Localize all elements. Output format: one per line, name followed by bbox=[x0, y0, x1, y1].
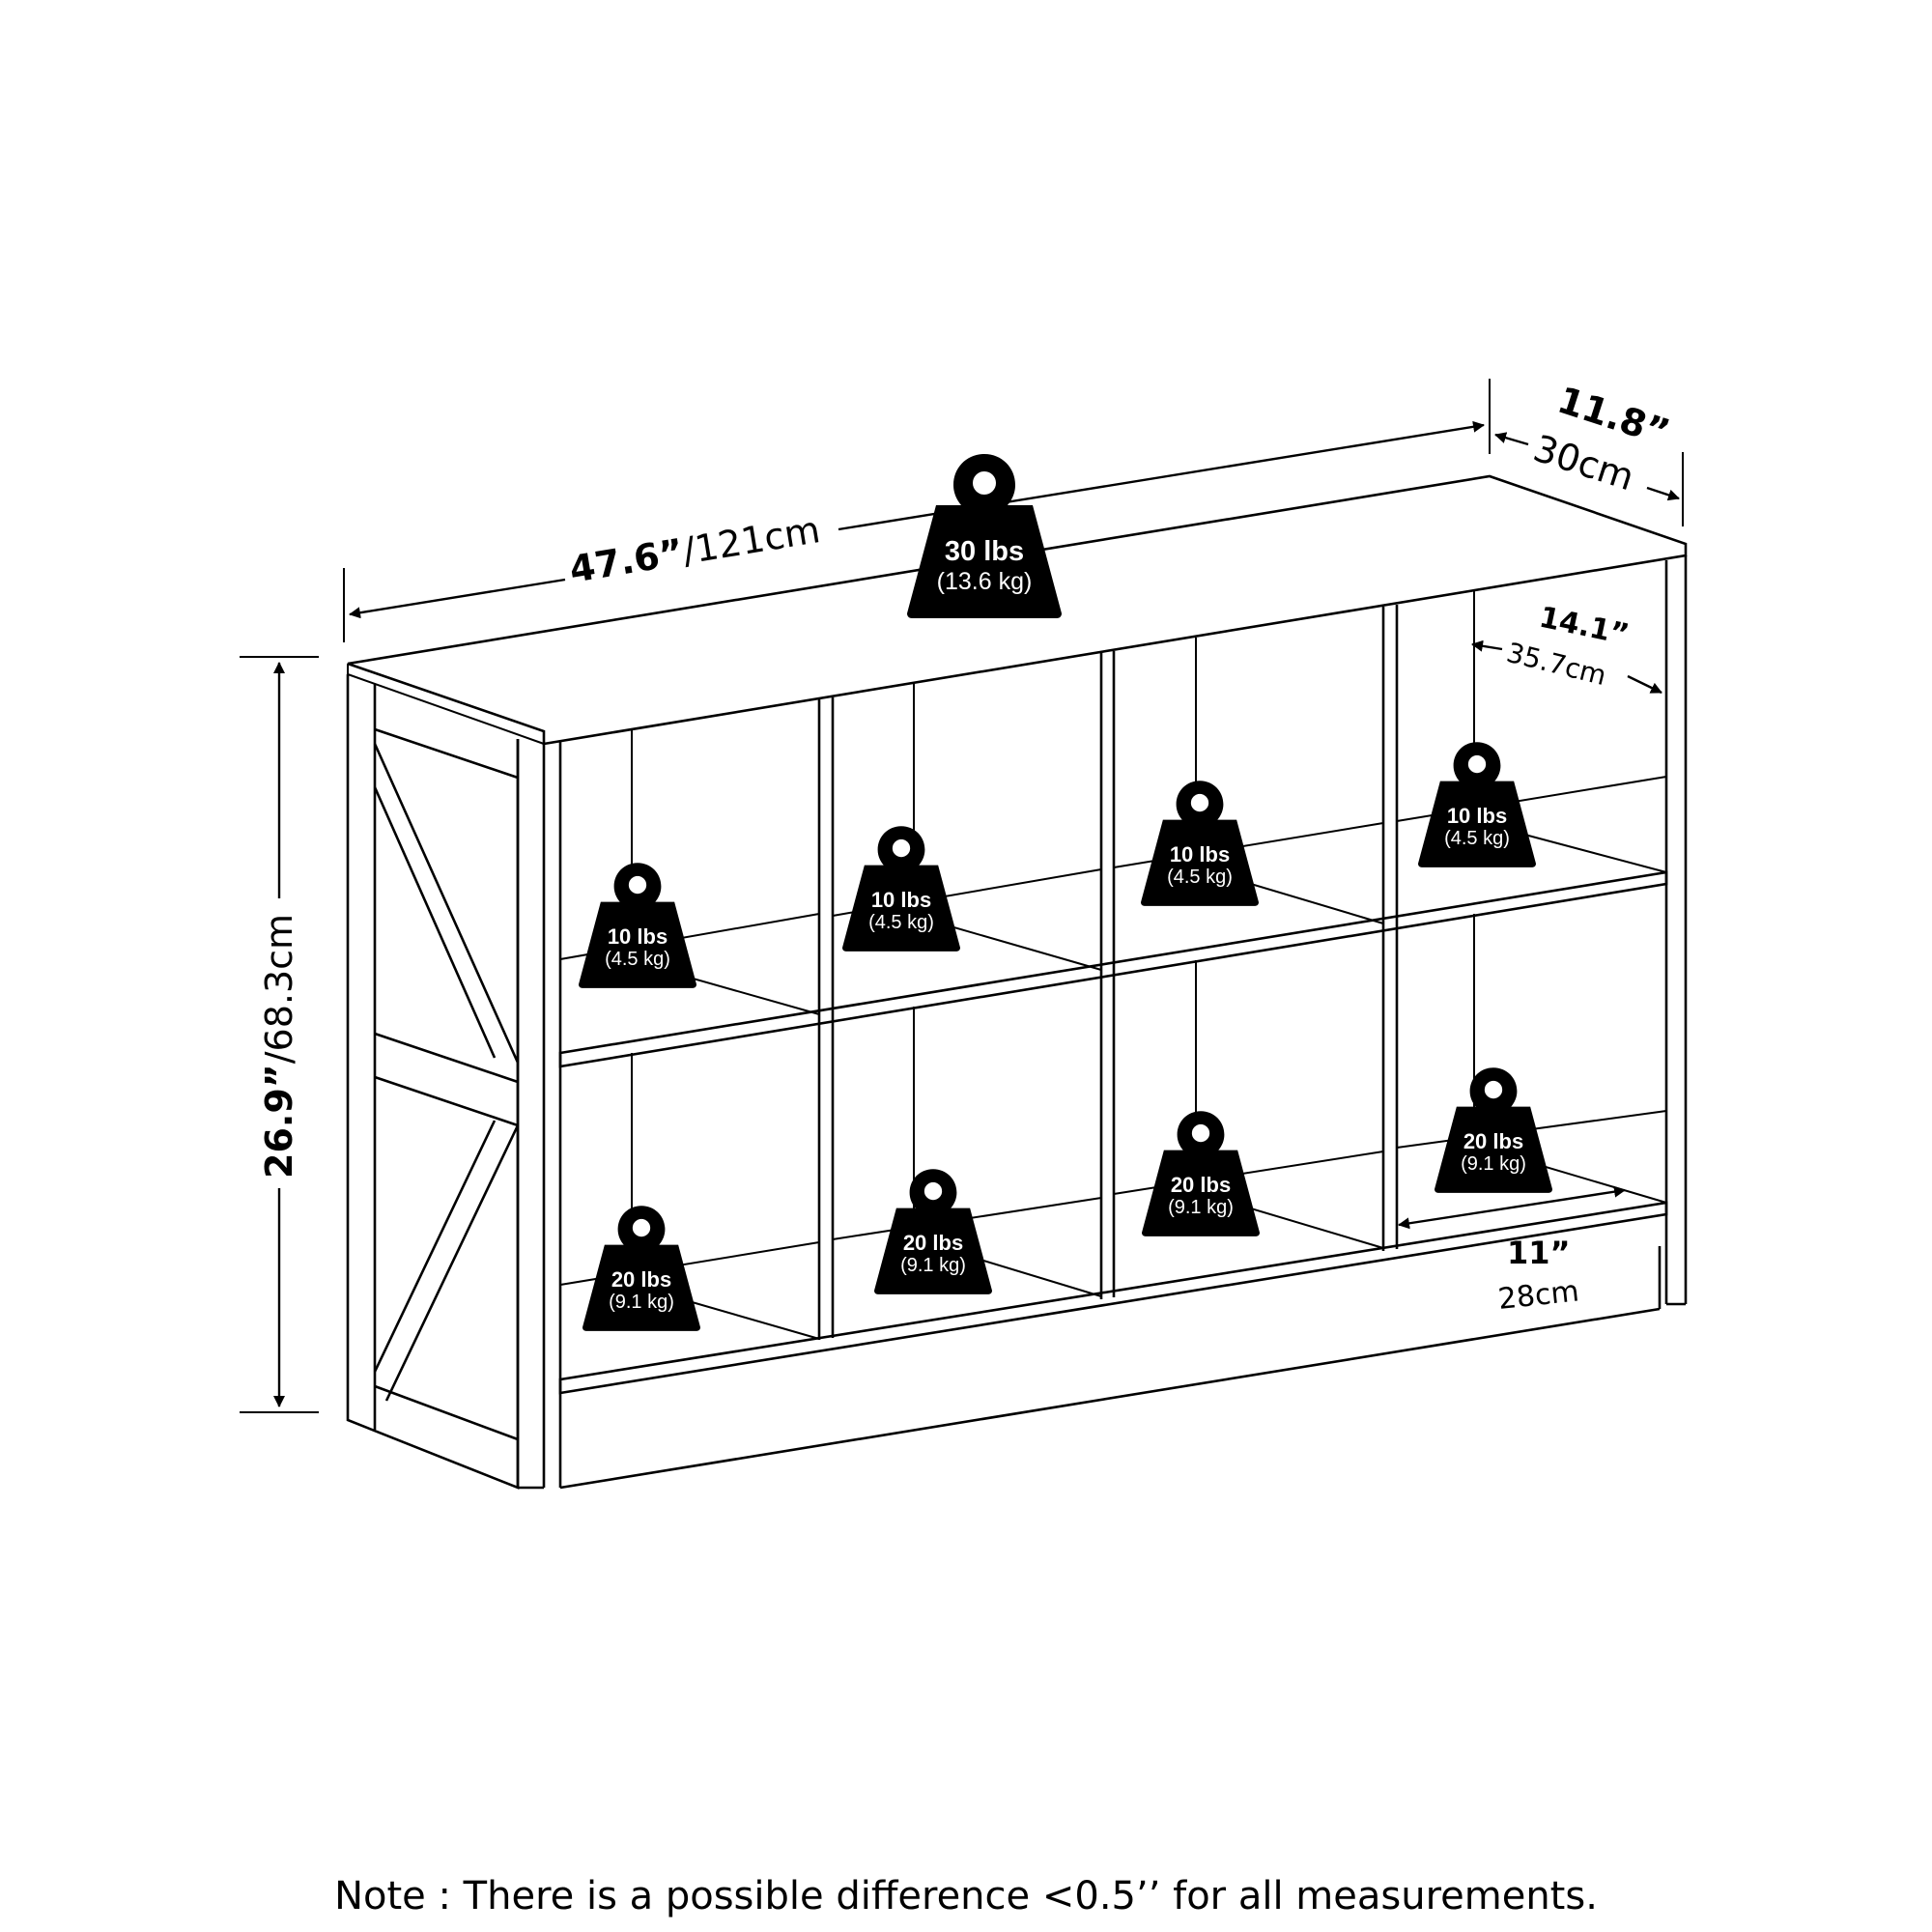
svg-text:10 lbs: 10 lbs bbox=[1170, 842, 1230, 867]
weight-upper-4: 10 lbs (4.5 kg) bbox=[1418, 742, 1536, 867]
width-cm: /121cm bbox=[680, 508, 823, 573]
weight-upper-2: 10 lbs (4.5 kg) bbox=[842, 826, 960, 952]
svg-text:(9.1 kg): (9.1 kg) bbox=[609, 1292, 674, 1313]
weight-top: 30 lbs (13.6 kg) bbox=[907, 454, 1062, 618]
svg-text:(9.1 kg): (9.1 kg) bbox=[1461, 1153, 1526, 1175]
cube-width-inches: 14.1” bbox=[1536, 601, 1632, 653]
svg-text:26.9”/68.3cm: 26.9”/68.3cm bbox=[258, 914, 300, 1179]
svg-text:(4.5 kg): (4.5 kg) bbox=[605, 949, 670, 970]
svg-text:20 lbs: 20 lbs bbox=[611, 1267, 671, 1292]
svg-text:(9.1 kg): (9.1 kg) bbox=[1168, 1197, 1234, 1218]
weight-lower-2: 20 lbs (9.1 kg) bbox=[874, 1169, 992, 1294]
cube-depth-cm: 28cm bbox=[1496, 1274, 1580, 1317]
svg-text:(4.5 kg): (4.5 kg) bbox=[1444, 828, 1510, 849]
svg-text:10 lbs: 10 lbs bbox=[871, 888, 931, 912]
svg-text:(9.1 kg): (9.1 kg) bbox=[900, 1255, 966, 1276]
svg-text:30 lbs: 30 lbs bbox=[945, 536, 1024, 567]
height-cm: /68.3cm bbox=[258, 914, 300, 1064]
svg-text:10 lbs: 10 lbs bbox=[608, 924, 668, 949]
weight-lower-3: 20 lbs (9.1 kg) bbox=[1142, 1111, 1260, 1236]
cube-depth-inches: 11” bbox=[1507, 1235, 1571, 1271]
weight-lower-1: 20 lbs (9.1 kg) bbox=[582, 1206, 700, 1331]
cube-depth-dimension: 11” 28cm bbox=[1398, 1185, 1626, 1317]
height-inches: 26.9” bbox=[258, 1064, 300, 1179]
svg-text:(4.5 kg): (4.5 kg) bbox=[868, 912, 934, 933]
measurement-note: Note : There is a possible difference <0… bbox=[334, 1874, 1598, 1918]
height-dimension: 26.9”/68.3cm bbox=[240, 656, 319, 1413]
svg-text:(4.5 kg): (4.5 kg) bbox=[1167, 867, 1233, 888]
svg-text:20 lbs: 20 lbs bbox=[903, 1231, 963, 1255]
svg-text:(13.6 kg): (13.6 kg) bbox=[937, 568, 1033, 595]
svg-text:20 lbs: 20 lbs bbox=[1171, 1173, 1231, 1197]
weight-upper-1: 10 lbs (4.5 kg) bbox=[579, 863, 696, 988]
bookshelf-body bbox=[346, 474, 1688, 1490]
depth-dimension: 11.8” 30cm bbox=[1494, 379, 1684, 526]
weight-upper-3: 10 lbs (4.5 kg) bbox=[1141, 781, 1259, 906]
svg-text:20 lbs: 20 lbs bbox=[1463, 1129, 1523, 1153]
cube-width-dimension: 14.1” 35.7cm bbox=[1471, 601, 1662, 695]
weight-lower-4: 20 lbs (9.1 kg) bbox=[1435, 1067, 1552, 1193]
svg-text:10 lbs: 10 lbs bbox=[1447, 804, 1507, 828]
svg-text:47.6”/121cm: 47.6”/121cm bbox=[566, 508, 823, 591]
width-inches: 47.6” bbox=[566, 530, 686, 591]
